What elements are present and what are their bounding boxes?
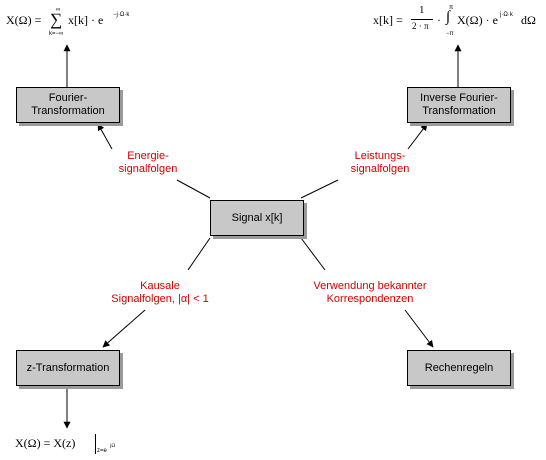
inverse-integral-sign: ∫ — [446, 9, 451, 25]
label-bekannte-korrespondenzen: Verwendung bekannter Korrespondenzen — [295, 280, 445, 306]
fourier-sum-upper: ∞ — [56, 7, 61, 13]
edge-signal-inverse-upper — [407, 123, 428, 150]
label-energy-line2: signalfolgen — [118, 163, 178, 175]
edge-signal-rechen-upper — [300, 237, 326, 271]
edge-signal-rechen-lower — [404, 309, 434, 348]
label-leistungssignalfolgen: Leistungs- signalfolgen — [330, 150, 430, 176]
label-power-line2: signalfolgen — [350, 163, 410, 175]
edge-signal-fourier-lower — [176, 179, 211, 199]
label-power-line1: Leistungs- — [354, 150, 406, 162]
z-transformation-box: z-Transformation — [16, 350, 120, 386]
fourier-formula-lhs: X(Ω) = — [6, 13, 42, 27]
rechenregeln-box: Rechenregeln — [407, 350, 511, 386]
inverse-fourier-transformation-box: Inverse Fourier- Transformation — [407, 87, 511, 123]
inverse-box-line2: Transformation — [422, 105, 496, 117]
label-kausale-signalfolgen: Kausale Signalfolgen, |α| < 1 — [90, 280, 230, 306]
fourier-sum-sign: ∑ — [50, 10, 63, 29]
inverse-formula-exponent: j·Ω·k — [500, 12, 513, 18]
z-formula-subscript: z=e — [97, 448, 107, 454]
z-formula-subscript-exponent: jΩ — [110, 444, 116, 449]
fourier-box-line2: Transformation — [31, 105, 105, 117]
inverse-box-line1: Inverse Fourier- — [420, 92, 498, 104]
edge-signal-z-upper — [187, 237, 211, 271]
fourier-formula-exponent: −j·Ω·k — [113, 12, 130, 18]
edge-signal-z-lower — [102, 309, 146, 348]
inverse-formula-tail: dΩ — [521, 13, 536, 27]
fourier-sum-lower: k=−∞ — [49, 31, 64, 37]
z-formula-lhs: X(Ω) = X(z) — [15, 436, 76, 450]
fourier-formula-body: x[k] · e — [68, 13, 104, 27]
inverse-fraction-numerator: 1 — [419, 4, 425, 16]
fourier-box-line1: Fourier- — [48, 92, 88, 104]
inverse-fraction-denominator: 2 · π — [412, 21, 429, 31]
inverse-fraction-bar — [411, 19, 433, 20]
signal-box-label: Signal x[k] — [231, 211, 283, 224]
signal-box: Signal x[k] — [210, 200, 304, 236]
label-causal-line1: Kausale — [140, 280, 180, 292]
z-formula-evaluation-bar — [95, 434, 96, 454]
edge-signal-fourier-upper — [97, 123, 113, 150]
label-known-line2: Korrespondenzen — [326, 293, 414, 305]
label-energiesignalfolgen: Energie- signalfolgen — [100, 150, 196, 176]
inverse-formula-lhs: x[k] = — [373, 13, 403, 27]
label-energy-line1: Energie- — [127, 150, 169, 162]
edge-signal-inverse-lower — [300, 179, 339, 199]
inverse-integral-lower: −π — [446, 31, 454, 37]
rechen-box-label: Rechenregeln — [424, 361, 494, 374]
label-known-line1: Verwendung bekannter — [313, 280, 427, 292]
label-causal-line2: Signalfolgen, |α| < 1 — [111, 293, 209, 305]
inverse-integral-upper: π — [449, 5, 454, 11]
fourier-transformation-box: Fourier- Transformation — [16, 87, 120, 123]
inverse-formula-dot: · — [437, 13, 441, 27]
inverse-formula-body: X(Ω) · e — [457, 13, 498, 27]
z-box-label: z-Transformation — [26, 361, 110, 374]
